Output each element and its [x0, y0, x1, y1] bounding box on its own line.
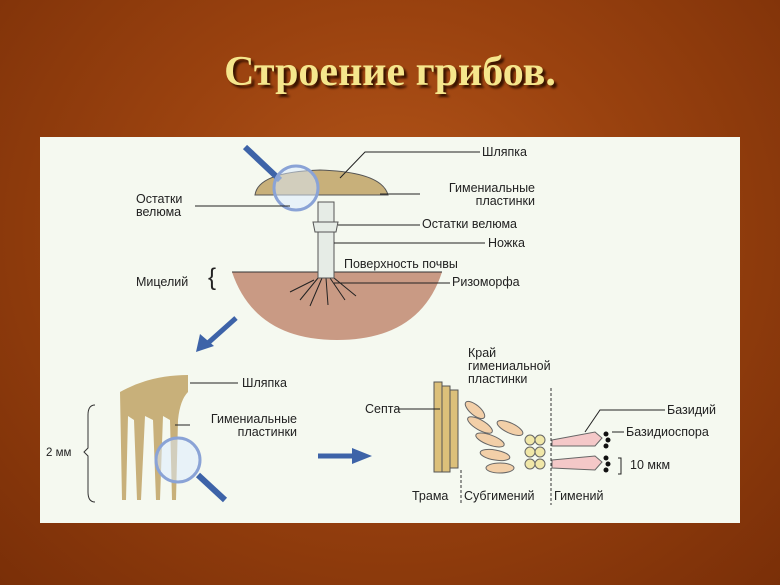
label-rhizomorph: Ризоморфа [452, 275, 520, 289]
label-gill-edge-line3: пластинки [468, 372, 528, 386]
mycelium-brace: { [208, 264, 217, 291]
gill-section [120, 375, 188, 500]
label-velum-left-line1: Остатки [136, 192, 183, 206]
hymenium-cells [524, 434, 546, 470]
magnifier-lens [154, 436, 202, 484]
label-subhymenium: Субгимений [464, 489, 535, 503]
magnifier-handle [242, 144, 283, 183]
stem [317, 201, 335, 279]
subhymenium-cells [464, 400, 524, 474]
label-gill-edge-line1: Край [468, 346, 497, 360]
label-gills-section-line2: пластинки [237, 425, 297, 439]
label-gills-section-line1: Гимениальные [210, 412, 297, 426]
label-scale-10um: 10 мкм [630, 458, 671, 472]
basidia [551, 431, 603, 471]
magnifier-lens [272, 164, 320, 212]
basidiospores [603, 431, 611, 473]
label-cap-section: Шляпка [242, 376, 287, 390]
label-basidiospore: Базидиоспора [626, 425, 709, 439]
label-gill-edge-line2: гимениальной [468, 359, 551, 373]
label-hymenium: Гимений [554, 489, 604, 503]
trama-cells [433, 381, 459, 473]
label-basidium: Базидий [667, 403, 716, 417]
arrow-down-left [206, 316, 238, 345]
label-stem: Ножка [488, 236, 525, 250]
velum-ring [312, 221, 339, 233]
label-septum: Септа [365, 402, 401, 416]
label-velum-right: Остатки велюма [422, 217, 517, 231]
scale-brace [83, 404, 96, 503]
label-velum-left-line2: велюма [136, 205, 182, 219]
label-cap: Шляпка [482, 145, 527, 159]
label-trama: Трама [412, 489, 449, 503]
rhizomorph [289, 277, 357, 307]
label-mycelium: Мицелий [136, 275, 189, 289]
label-scale-2mm: 2 мм [46, 447, 72, 459]
leader-lines [175, 151, 665, 475]
magnifier-handle [195, 472, 228, 503]
soil [232, 272, 442, 340]
label-gills-line2: пластинки [475, 194, 535, 208]
slide-title: Строение грибов. [224, 49, 556, 95]
label-gills-line1: Гимениальные [448, 181, 535, 195]
label-soil-surface: Поверхность почвы [344, 257, 458, 271]
zone-dividers [460, 388, 552, 505]
